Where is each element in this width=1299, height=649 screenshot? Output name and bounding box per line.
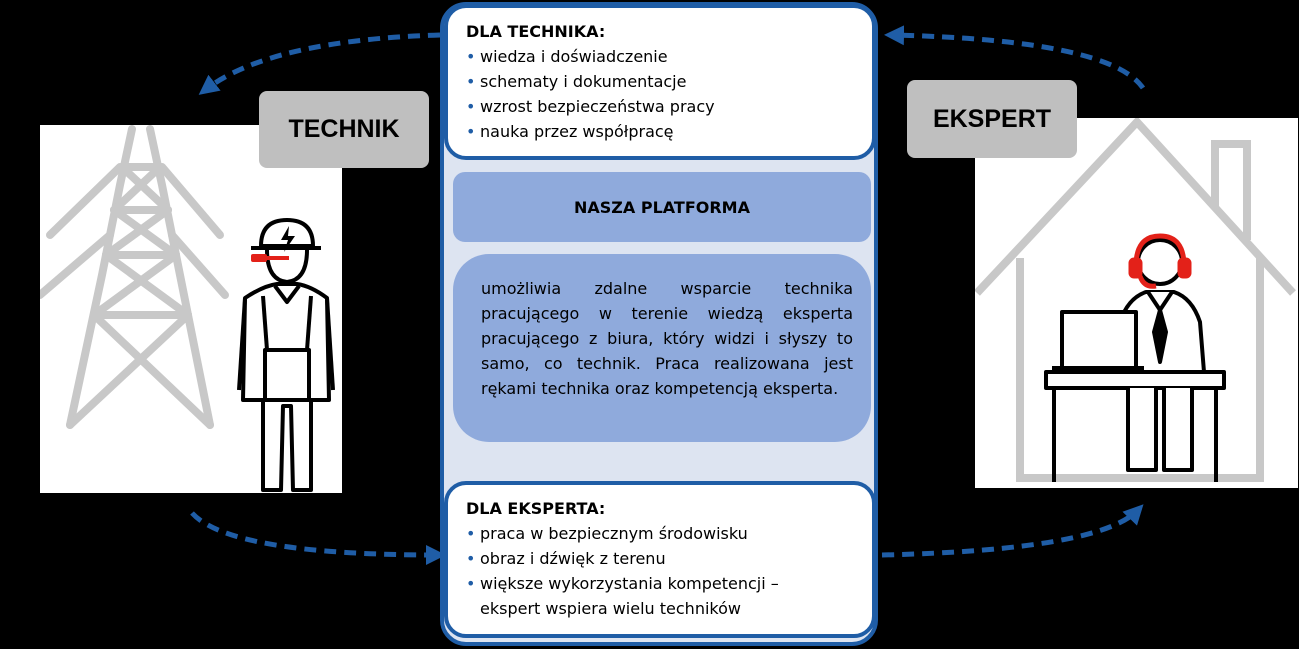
list-item: wiedza i doświadczenie	[466, 44, 854, 69]
expert-benefits-list: praca w bezpiecznym środowisku obraz i d…	[466, 521, 854, 621]
smart-glasses-icon	[251, 254, 267, 262]
house-outline-icon	[974, 116, 1296, 482]
technik-label: TECHNIK	[259, 91, 429, 168]
technician-with-smart-glasses-icon	[237, 218, 335, 492]
expert-with-headset-at-desk-icon	[1044, 233, 1226, 482]
list-item: wzrost bezpieczeństwa pracy	[466, 94, 854, 119]
power-pylon-icon	[36, 125, 229, 429]
technician-benefits-card: DLA TECHNIKA: wiedza i doświadczenie sch…	[444, 4, 876, 160]
technician-benefits-list: wiedza i doświadczenie schematy i dokume…	[466, 44, 854, 144]
expert-benefits-card: DLA EKSPERTA: praca w bezpiecznym środow…	[444, 481, 876, 638]
technician-card-heading: DLA TECHNIKA:	[466, 22, 606, 41]
arrow-to-platform-from-technician	[190, 511, 446, 565]
platform-description: umożliwia zdalne wsparcie technika pracu…	[453, 254, 871, 442]
list-item: praca w bezpiecznym środowisku	[466, 521, 854, 546]
platform-title: NASZA PLATFORMA	[453, 172, 871, 242]
expert-card-heading: DLA EKSPERTA:	[466, 499, 606, 518]
technician-illustration-panel	[36, 125, 342, 493]
list-item-line: ekspert wspiera wielu techników	[480, 599, 741, 618]
arrow-to-technician	[198, 32, 441, 95]
arrow-to-expert	[881, 504, 1144, 558]
list-item: obraz i dźwięk z terenu	[466, 546, 854, 571]
list-item: schematy i dokumentacje	[466, 69, 854, 94]
list-item: nauka przez współpracę	[466, 119, 854, 144]
ekspert-label: EKSPERT	[907, 80, 1077, 158]
list-item: większe wykorzystania kompetencji – eksp…	[466, 571, 854, 621]
headset-icon	[1128, 233, 1192, 289]
list-item-line: większe wykorzystania kompetencji –	[480, 574, 779, 593]
